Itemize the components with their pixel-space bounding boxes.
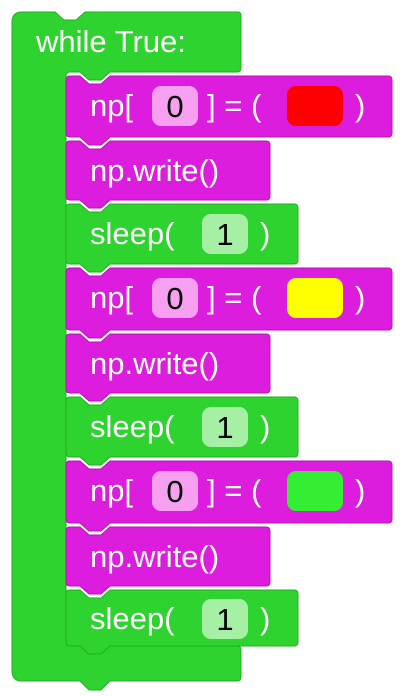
set-pixel-close-paren: ) <box>355 280 366 315</box>
pixel-index-value: 0 <box>166 473 184 509</box>
color-swatch-red[interactable] <box>287 86 343 126</box>
pixel-index-field[interactable]: 0 <box>152 86 198 126</box>
pixel-index-field[interactable]: 0 <box>152 471 198 511</box>
np-write-label: np.write() <box>90 346 220 381</box>
set-pixel-close-paren: ) <box>355 88 366 123</box>
sleep-seconds-field[interactable]: 1 <box>202 407 248 447</box>
sleep-prefix: sleep( <box>90 216 175 251</box>
pixel-index-field[interactable]: 0 <box>152 278 198 318</box>
sleep-prefix: sleep( <box>90 409 175 444</box>
set-pixel-assign: ] = ( <box>207 473 262 508</box>
color-swatch-yellow[interactable] <box>287 278 343 318</box>
set-pixel-prefix: np[ <box>90 88 134 123</box>
color-swatch-green[interactable] <box>287 471 343 511</box>
np-write-label: np.write() <box>90 153 220 188</box>
set-pixel-close-paren: ) <box>355 473 366 508</box>
set-pixel-assign: ] = ( <box>207 280 262 315</box>
sleep-prefix: sleep( <box>90 601 175 636</box>
sleep-seconds-value: 1 <box>216 409 234 445</box>
sleep-seconds-value: 1 <box>216 601 234 637</box>
sleep-close-paren: ) <box>260 601 271 636</box>
sleep-seconds-field[interactable]: 1 <box>202 214 248 254</box>
set-pixel-prefix: np[ <box>90 280 134 315</box>
sleep-close-paren: ) <box>260 409 271 444</box>
loop-header-label: while True: <box>36 24 186 59</box>
pixel-index-value: 0 <box>166 280 184 316</box>
set-pixel-assign: ] = ( <box>207 88 262 123</box>
set-pixel-prefix: np[ <box>90 473 134 508</box>
sleep-seconds-field[interactable]: 1 <box>202 599 248 639</box>
sleep-seconds-value: 1 <box>216 216 234 252</box>
np-write-block-shape[interactable] <box>65 333 271 402</box>
pixel-index-value: 0 <box>166 88 184 124</box>
np-write-label: np.write() <box>90 539 220 574</box>
np-write-block-shape[interactable] <box>65 140 271 209</box>
sleep-close-paren: ) <box>260 216 271 251</box>
np-write-block-shape[interactable] <box>65 526 271 595</box>
